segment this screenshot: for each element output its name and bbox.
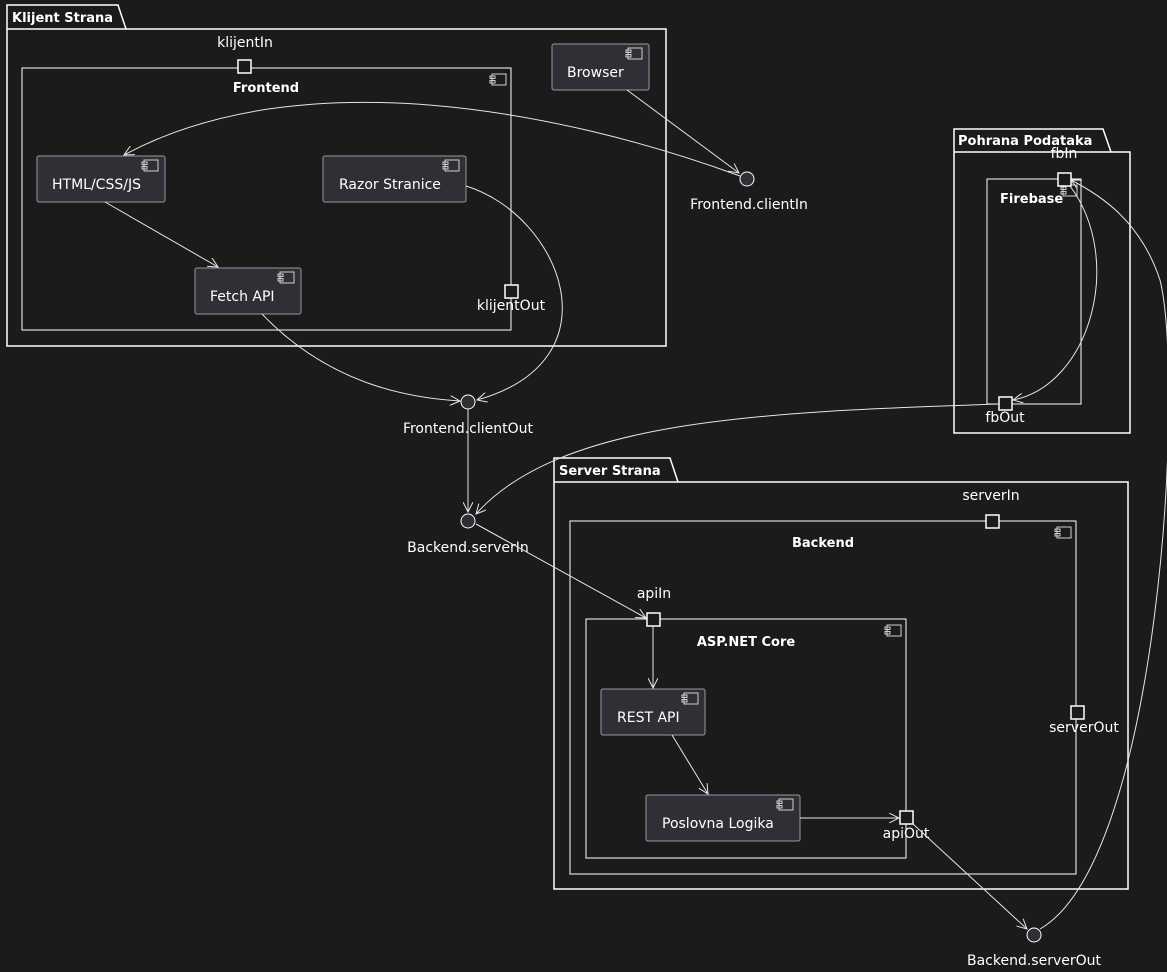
interface-backend-server-out: Backend.serverOut xyxy=(967,927,1102,969)
port-label: klijentOut xyxy=(477,298,546,314)
package-server-strana: Server Strana xyxy=(553,457,1129,890)
interface-label: Backend.serverOut xyxy=(967,953,1102,969)
component-firebase: Firebase xyxy=(986,178,1082,405)
node-label: Browser xyxy=(567,65,624,81)
component-title: Firebase xyxy=(1000,192,1063,207)
interface-label: Frontend.clientIn xyxy=(690,197,808,213)
node-razor-stranice[interactable]: Razor Stranice xyxy=(322,155,467,203)
node-poslovna-logika[interactable]: Poslovna Logika xyxy=(645,794,801,842)
interface-label: Backend.serverIn xyxy=(407,540,529,556)
edge-fbin-fbout xyxy=(1013,185,1098,400)
node-fetch-api[interactable]: Fetch API xyxy=(194,267,302,315)
port-label: fbIn xyxy=(1051,146,1078,162)
node-label: REST API xyxy=(617,710,680,726)
node-label: Razor Stranice xyxy=(339,177,441,193)
edge-fetch-clientout xyxy=(261,313,460,401)
component-title: Frontend xyxy=(233,81,299,96)
interface-backend-server-in: Backend.serverIn xyxy=(407,513,529,556)
node-browser[interactable]: Browser xyxy=(551,43,650,91)
edge-clientin-html xyxy=(124,101,741,177)
port-klijent-out: klijentOut xyxy=(477,284,546,314)
port-server-out: serverOut xyxy=(1049,705,1119,736)
node-rest-api[interactable]: REST API xyxy=(600,688,706,736)
edge-rest-logika xyxy=(671,734,708,794)
port-label: klijentIn xyxy=(217,35,273,51)
edges xyxy=(104,89,1167,930)
node-label: HTML/CSS/JS xyxy=(52,177,141,193)
node-label: Poslovna Logika xyxy=(662,816,774,832)
port-label: fbOut xyxy=(985,410,1025,426)
port-fb-in: fbIn xyxy=(1051,146,1078,187)
package-title: Klijent Strana xyxy=(12,11,113,26)
port-fb-out: fbOut xyxy=(985,396,1025,426)
edge-fbout-serverin xyxy=(476,403,1000,514)
edge-serverin-apiin xyxy=(475,523,646,618)
node-html-css-js[interactable]: HTML/CSS/JS xyxy=(36,155,166,203)
edge-html-fetch xyxy=(104,201,218,267)
edge-apiout-serverout xyxy=(912,823,1027,929)
port-api-in: apiIn xyxy=(637,586,671,627)
component-title: ASP.NET Core xyxy=(697,635,796,650)
edge-serverout-fbin xyxy=(1039,180,1167,930)
port-label: apiOut xyxy=(883,826,930,842)
package-title: Pohrana Podataka xyxy=(958,134,1092,149)
package-title: Server Strana xyxy=(559,464,661,479)
component-title: Backend xyxy=(792,536,854,551)
interface-frontend-client-in: Frontend.clientIn xyxy=(690,171,808,213)
edge-razor-clientout xyxy=(465,185,563,400)
node-label: Fetch API xyxy=(210,289,275,305)
port-label: serverOut xyxy=(1049,720,1119,736)
package-klijent-strana: Klijent Strana xyxy=(6,4,667,347)
port-label: serverIn xyxy=(962,488,1019,504)
port-klijent-in: klijentIn xyxy=(217,35,273,74)
port-label: apiIn xyxy=(637,586,671,602)
port-api-out: apiOut xyxy=(883,810,930,842)
port-server-in: serverIn xyxy=(962,488,1020,529)
package-pohrana-podataka: Pohrana Podataka xyxy=(953,128,1131,434)
edge-browser-clientin xyxy=(626,89,739,173)
